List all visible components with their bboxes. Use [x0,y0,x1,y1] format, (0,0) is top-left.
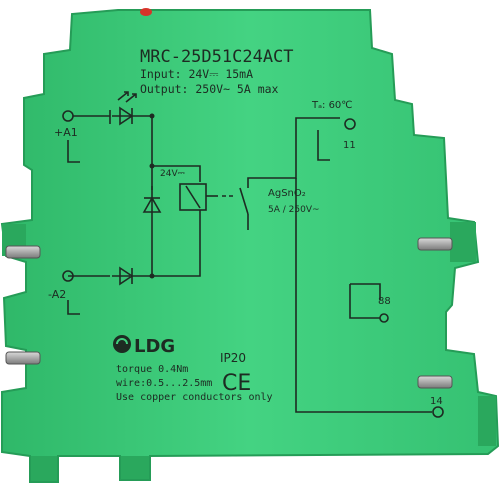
ambient-temperature: Tₐ: 60℃ [311,100,353,111]
output-rating: Output: 250V~ 5A max [140,82,279,96]
contact-material-label: AgSnO₂ [268,188,306,199]
terminal-11-label: 11 [343,140,356,151]
screw-terminals [5,237,453,389]
brand-name: LDG [134,336,175,357]
junction-dot [149,163,155,169]
status-led [140,8,152,16]
wire-spec: wire:0.5...2.5mm [116,378,212,389]
terminal-88-label: 88 [378,296,391,307]
junction-dot [149,273,155,279]
wiring-schematic [62,91,444,418]
ce-mark: CE [222,371,251,396]
din-clip-left [29,456,59,483]
junction-dot [149,113,155,119]
terminal-14-label: 14 [430,396,443,407]
coil-voltage-label: 24V⎓ [160,169,185,179]
terminal-a1-label: +A1 [54,126,78,139]
contact-rating-label: 5A / 250V~ [268,205,320,215]
right-rib [450,222,476,262]
copper-note: Use copper conductors only [116,392,273,403]
protection-rating: IP20 [220,351,246,365]
ldg-logo-icon [113,335,131,353]
model-number: MRC-25D51C24ACT [140,47,294,67]
right-foot-rib [478,396,496,446]
input-rating: Input: 24V⎓ 15mA [140,67,253,81]
torque-spec: torque 0.4Nm [116,364,188,375]
terminal-a2-label: -A2 [48,288,66,301]
din-clip-right [119,456,151,481]
